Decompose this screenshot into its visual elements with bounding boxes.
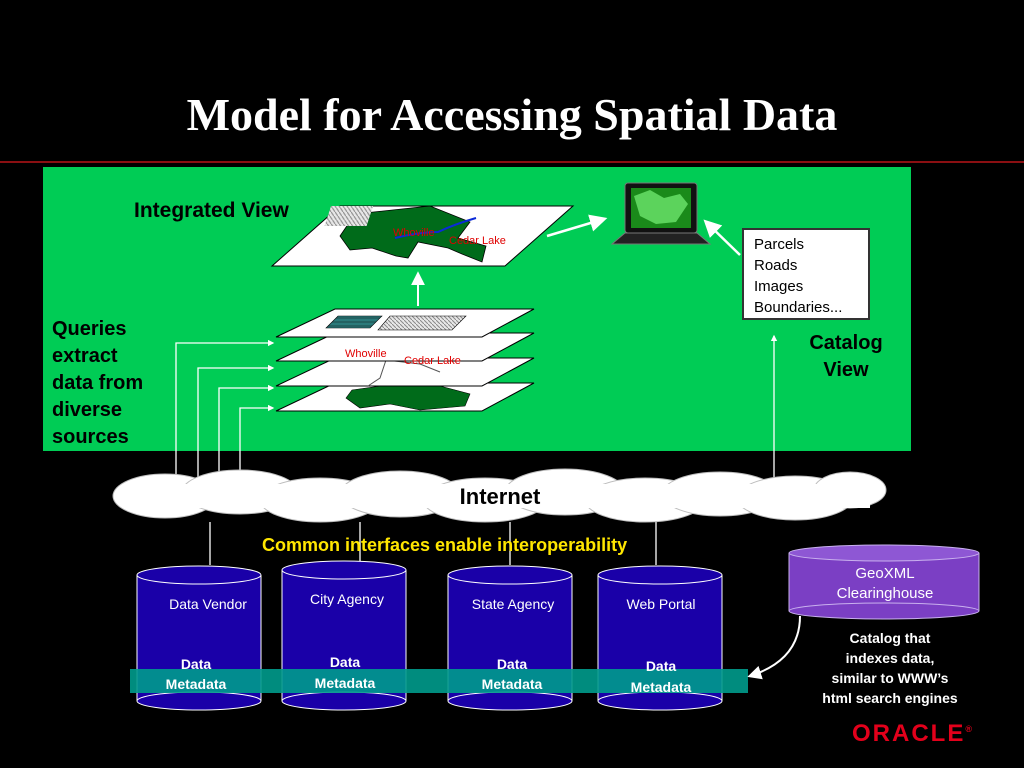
oracle-logo: ORACLE® xyxy=(852,720,972,748)
view-to-laptop-arrow xyxy=(546,214,608,238)
title-divider xyxy=(0,161,1024,163)
laptop-icon xyxy=(610,182,712,245)
web-portal-data: Data xyxy=(645,658,677,674)
web-portal-metadata: Metadata xyxy=(630,679,692,695)
layer-cedar-lake-label: Cedar Lake xyxy=(404,355,461,367)
integrated-view-label: Integrated View xyxy=(134,199,289,222)
queries-line: diverse xyxy=(52,399,123,421)
queries-line: sources xyxy=(52,426,129,448)
list-item: Roads xyxy=(754,257,798,274)
catalog-view-label: Catalog View xyxy=(796,330,896,384)
queries-line: Queries xyxy=(52,318,127,340)
catalog-view-line: View xyxy=(823,359,869,381)
integrated-cedar-lake-label: Cedar Lake xyxy=(449,235,506,247)
integrated-view-map xyxy=(270,205,575,267)
cloud-fill xyxy=(140,484,870,508)
clearinghouse-line: Clearinghouse xyxy=(836,585,934,602)
queries-label: Queries extract data from diverse source… xyxy=(52,316,143,451)
catalog-layer-list: Parcels Roads Images Boundaries... xyxy=(742,228,870,320)
state-agency-metadata: Metadata xyxy=(481,676,543,692)
catalog-description: Catalog that indexes data, similar to WW… xyxy=(800,628,980,708)
clearinghouse-label: GeoXML Clearinghouse xyxy=(792,564,978,604)
clearinghouse-to-metadata-arrow xyxy=(747,615,801,680)
queries-line: data from xyxy=(52,372,144,394)
catalog-desc-line: similar to WWW’s xyxy=(831,670,949,686)
data-vendor-metadata: Metadata xyxy=(165,676,227,692)
city-agency-metadata: Metadata xyxy=(314,675,376,691)
interoperability-caption: Common interfaces enable interoperabilit… xyxy=(262,535,628,555)
query-arrows xyxy=(175,334,778,480)
integrated-whoville-label: Whoville xyxy=(393,227,435,239)
catalog-desc-line: html search engines xyxy=(822,690,958,706)
clearinghouse-line: GeoXML xyxy=(855,565,915,582)
catalog-to-laptop-arrow xyxy=(703,219,741,256)
source-connectors xyxy=(209,522,657,565)
city-agency-data: Data xyxy=(329,654,361,670)
state-agency-data: Data xyxy=(496,656,528,672)
web-portal-name: Web Portal xyxy=(626,596,696,612)
layer-stack xyxy=(275,308,535,412)
state-agency-name: State Agency xyxy=(471,596,555,612)
catalog-view-line: Catalog xyxy=(809,332,883,354)
city-agency-name: City Agency xyxy=(310,591,384,607)
layer-whoville-label: Whoville xyxy=(345,348,387,360)
slide-title: Model for Accessing Spatial Data xyxy=(186,89,838,140)
logo-text: ORACLE xyxy=(852,720,966,747)
list-item: Boundaries... xyxy=(754,299,843,316)
registered-mark: ® xyxy=(965,724,972,734)
queries-line: extract xyxy=(52,345,118,367)
data-vendor-data: Data xyxy=(180,656,212,672)
metadata-band xyxy=(130,669,748,693)
internet-label: Internet xyxy=(459,484,541,509)
list-item: Images xyxy=(754,278,804,295)
catalog-desc-line: indexes data, xyxy=(845,650,935,666)
list-item: Parcels xyxy=(754,236,805,253)
catalog-desc-line: Catalog that xyxy=(849,630,931,646)
data-vendor-name: Data Vendor xyxy=(169,596,247,612)
clearinghouse-cylinder xyxy=(788,544,980,620)
